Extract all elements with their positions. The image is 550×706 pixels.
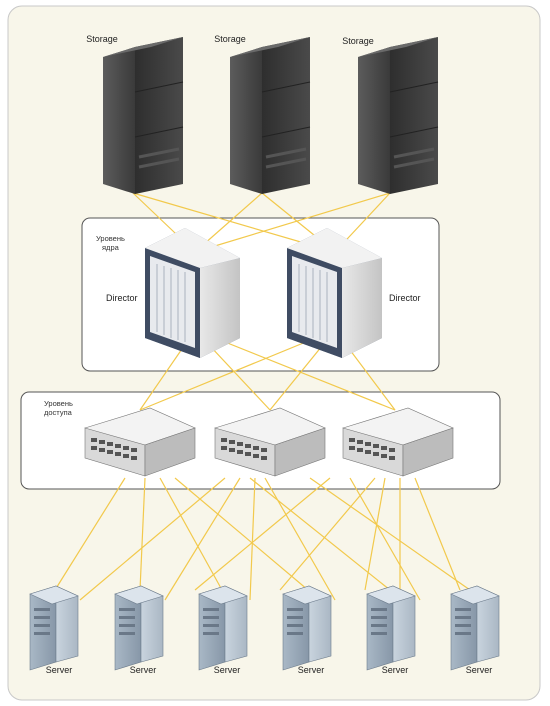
- core-layer-title-line1: Уровень: [96, 234, 125, 243]
- server-label: Server: [381, 665, 409, 675]
- link: [164, 477, 241, 601]
- server-2: [114, 585, 164, 671]
- link: [249, 477, 391, 591]
- core-layer-title: Уровень ядра: [96, 234, 125, 252]
- access-layer-title-line1: Уровень: [44, 399, 73, 408]
- director-label: Director: [106, 293, 138, 303]
- access-switch-2: [214, 407, 326, 477]
- link: [54, 477, 126, 591]
- server-1: [29, 585, 79, 671]
- server-label: Server: [213, 665, 241, 675]
- link: [364, 477, 386, 591]
- server-5: [366, 585, 416, 671]
- storage-rack-2: [230, 37, 311, 194]
- link: [194, 192, 391, 253]
- link: [414, 477, 461, 591]
- access-layer-title: Уровень доступа: [44, 399, 73, 417]
- link: [249, 477, 256, 601]
- link: [194, 477, 331, 591]
- link: [349, 477, 421, 601]
- link: [264, 477, 336, 601]
- server-label: Server: [129, 665, 157, 675]
- server-label: Server: [45, 665, 73, 675]
- server-6: [450, 585, 500, 671]
- link: [79, 477, 226, 601]
- storage-label: Storage: [86, 34, 118, 44]
- access-layer-title-line2: доступа: [44, 408, 72, 417]
- director-switch-1: [145, 228, 240, 358]
- server-label: Server: [465, 665, 493, 675]
- storage-label: Storage: [214, 34, 246, 44]
- server-label: Server: [297, 665, 325, 675]
- link: [279, 477, 376, 591]
- director-switch-2: [287, 228, 382, 358]
- access-switch-3: [342, 407, 454, 477]
- server-4: [282, 585, 332, 671]
- storage-rack-3: [358, 37, 439, 194]
- storage-label: Storage: [342, 36, 374, 46]
- core-layer-title-line2: ядра: [102, 243, 119, 252]
- access-switch-1: [84, 407, 196, 477]
- link: [159, 477, 223, 591]
- link: [139, 477, 146, 591]
- link: [174, 477, 309, 591]
- links: [54, 192, 471, 601]
- link: [309, 477, 471, 591]
- storage-rack-1: [103, 37, 184, 194]
- server-3: [198, 585, 248, 671]
- director-label: Director: [389, 293, 421, 303]
